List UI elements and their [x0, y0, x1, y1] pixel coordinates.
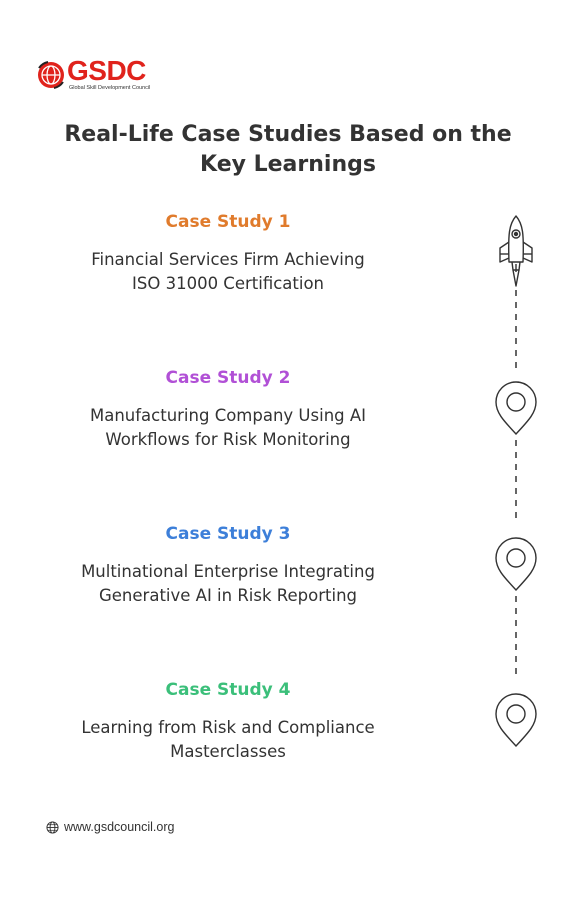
location-pin-icon: [495, 381, 537, 436]
footer: www.gsdcouncil.org: [46, 820, 174, 834]
globe-logo-icon: [38, 61, 64, 89]
case-study-description: Manufacturing Company Using AI Workflows…: [28, 404, 428, 452]
case-study-label: Case Study 1: [165, 212, 291, 232]
location-pin-icon: [495, 693, 537, 748]
case-study-description: Learning from Risk and Compliance Master…: [28, 716, 428, 764]
globe-icon: [46, 820, 59, 834]
timeline: [495, 215, 537, 748]
rocket-icon: [499, 215, 533, 287]
location-pin-icon: [495, 537, 537, 592]
case-study-line: Masterclasses: [170, 742, 286, 761]
case-study-line: Learning from Risk and Compliance: [81, 718, 375, 737]
logo-wordmark: GSDC: [67, 55, 146, 86]
gsdc-logo: GSDC Global Skill Development Council: [36, 55, 176, 94]
logo-tagline: Global Skill Development Council: [69, 85, 151, 91]
website-link[interactable]: www.gsdcouncil.org: [64, 820, 175, 834]
case-study-line: Workflows for Risk Monitoring: [105, 430, 351, 449]
case-study-line: Financial Services Firm Achieving: [91, 250, 365, 269]
page-title: Real-Life Case Studies Based on the Key …: [64, 122, 512, 177]
case-study-label: Case Study 4: [165, 680, 291, 700]
case-study-label: Case Study 3: [165, 524, 291, 544]
case-study-label: Case Study 2: [165, 368, 291, 388]
case-study-line: Multinational Enterprise Integrating: [81, 562, 375, 581]
case-study-line: Generative AI in Risk Reporting: [99, 586, 357, 605]
case-study-line: Manufacturing Company Using AI: [89, 406, 367, 425]
case-study-description: Multinational Enterprise Integrating Gen…: [28, 560, 428, 608]
case-study-line: ISO 31000 Certification: [132, 274, 324, 293]
case-study-description: Financial Services Firm Achieving ISO 31…: [28, 248, 428, 296]
